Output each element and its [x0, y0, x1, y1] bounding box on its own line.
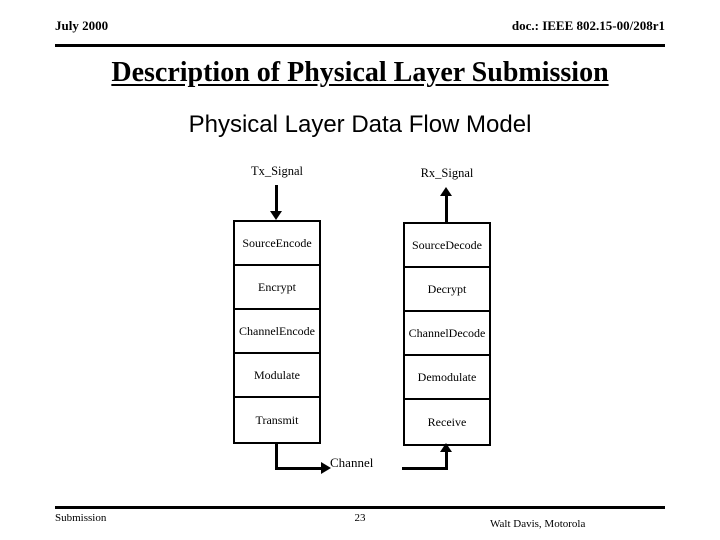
transmit-chain: Source Encode Encrypt Channel Encode Mod… — [233, 220, 321, 444]
transmit-to-channel-vertical-line — [275, 444, 278, 470]
chain-block-line1: Source — [242, 236, 276, 250]
footer-submission-label: Submission — [55, 512, 107, 524]
rx-signal-connector-line — [445, 195, 448, 223]
rx-signal-arrow-up-icon — [440, 187, 452, 196]
header-document-number: doc.: IEEE 802.15-00/208r1 — [511, 18, 665, 33]
chain-block-channel-encode[interactable]: Channel Encode — [235, 310, 319, 354]
footer-author: Walt Davis, Motorola — [490, 518, 586, 530]
footer-divider — [55, 506, 665, 509]
chain-block-demodulate[interactable]: Demodulate — [405, 356, 489, 400]
channel-label: Channel — [330, 455, 374, 470]
chain-block-source-encode[interactable]: Source Encode — [235, 222, 319, 266]
channel-to-receive-horizontal-line — [402, 467, 448, 470]
transmit-to-channel-horizontal-line — [275, 467, 323, 470]
chain-block-line1: Channel — [408, 326, 449, 340]
chain-block-line1: Source — [412, 238, 446, 252]
chain-block-line1: Transmit — [255, 413, 299, 427]
chain-block-line1: Receive — [427, 415, 467, 429]
chain-block-line1: Demodulate — [417, 370, 477, 384]
tx-signal-connector-line — [275, 185, 278, 213]
chain-block-line2: Decode — [448, 326, 486, 340]
chain-block-line2: Encode — [275, 236, 312, 250]
tx-signal-label: Tx_Signal — [250, 164, 304, 178]
slide-footer: Submission 23 Walt Davis, Motorola — [55, 512, 665, 534]
chain-block-receive[interactable]: Receive — [405, 400, 489, 444]
chain-block-modulate[interactable]: Modulate — [235, 354, 319, 398]
transmit-to-channel-arrow-right-icon — [321, 462, 331, 474]
chain-block-line2: Decode — [445, 238, 482, 252]
chain-block-channel-decode[interactable]: Channel Decode — [405, 312, 489, 356]
channel-to-receive-vertical-line — [445, 452, 448, 470]
chain-block-decrypt[interactable]: Decrypt — [405, 268, 489, 312]
tx-signal-arrow-down-icon — [270, 211, 282, 220]
channel-to-receive-arrow-up-icon — [440, 443, 452, 452]
chain-block-transmit[interactable]: Transmit — [235, 398, 319, 442]
chain-block-line1: Encrypt — [258, 280, 296, 294]
chain-block-line1: Channel — [239, 324, 279, 338]
header-date: July 2000 — [55, 18, 109, 33]
slide-header: July 2000 doc.: IEEE 802.15-00/208r1 — [55, 18, 665, 46]
chain-block-line1: Decrypt — [427, 282, 467, 296]
chain-block-encrypt[interactable]: Encrypt — [235, 266, 319, 310]
chain-block-line1: Modulate — [254, 368, 300, 382]
page-title: Description of Physical Layer Submission — [0, 56, 720, 90]
page-title-text: Description of Physical Layer Submission — [111, 57, 609, 88]
chain-block-source-decode[interactable]: Source Decode — [405, 224, 489, 268]
chain-block-line2: Encode — [279, 324, 315, 338]
footer-page-number: 23 — [354, 512, 366, 524]
page-subtitle: Physical Layer Data Flow Model — [188, 111, 532, 138]
receive-chain: Source Decode Decrypt Channel Decode Dem… — [403, 222, 491, 446]
rx-signal-label: Rx_Signal — [420, 166, 474, 180]
header-divider — [55, 44, 665, 47]
